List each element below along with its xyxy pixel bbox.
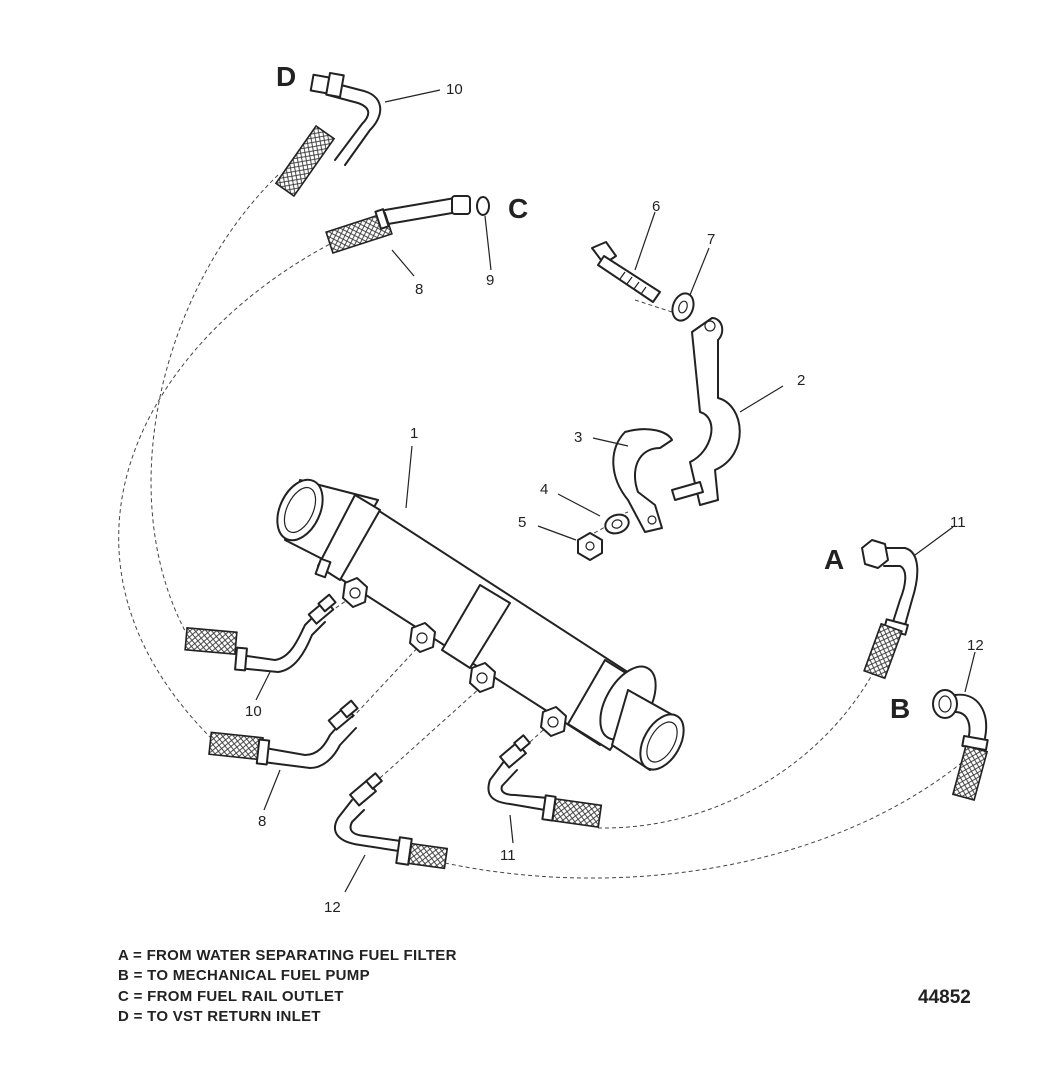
port-hex-nut: [540, 706, 567, 737]
callout-numbers: 1 2 3 4 5 6 7 8 8 9 10 10 11 11 12 12: [245, 81, 984, 916]
connection-c: C: [508, 193, 528, 224]
callout-10-lower: 10: [245, 703, 262, 720]
hose-12-lower: [333, 772, 449, 870]
o-ring: [476, 196, 490, 216]
legend-line-d: D = TO VST RETURN INLET: [118, 1008, 321, 1025]
hose-11-lower: [487, 734, 603, 828]
legend-line-c: C = FROM FUEL RAIL OUTLET: [118, 988, 344, 1005]
callout-8-upper: 8: [415, 281, 423, 298]
callout-12-upper: 12: [967, 637, 984, 654]
callout-9: 9: [486, 272, 494, 289]
hose-10-lower: [184, 593, 337, 673]
callout-8-lower: 8: [258, 813, 266, 830]
fuel-cooler-body: [276, 478, 685, 771]
callout-5: 5: [518, 514, 526, 531]
callout-1: 1: [410, 425, 418, 442]
fuel-cooler-ports: [342, 577, 567, 737]
hose-8-lower: [208, 699, 359, 769]
connection-letters: D C A B: [276, 61, 910, 724]
port-hex-nut: [342, 577, 368, 608]
callout-2: 2: [797, 372, 805, 389]
clamp-half: [612, 428, 673, 533]
hex-nut: [577, 532, 603, 561]
lock-washer: [604, 513, 630, 535]
port-hex-nut: [409, 622, 436, 653]
callout-4: 4: [540, 481, 548, 498]
flat-washer: [671, 292, 695, 322]
callout-7: 7: [707, 231, 715, 248]
port-hex-nut: [469, 662, 496, 693]
callout-3: 3: [574, 429, 582, 446]
connection-d: D: [276, 61, 296, 92]
callout-6: 6: [652, 198, 660, 215]
mounting-bolt: [591, 241, 661, 303]
legend-line-a: A = FROM WATER SEPARATING FUEL FILTER: [118, 947, 457, 964]
hose-12-upper: [932, 689, 989, 801]
connection-b: B: [890, 693, 910, 724]
bracket-stud: [671, 481, 704, 501]
hose-8-upper: [325, 195, 471, 255]
callout-10-upper: 10: [446, 81, 463, 98]
hose-11-upper: [861, 539, 919, 680]
leader-lines: [255, 89, 976, 893]
figure-number: 44852: [918, 987, 971, 1008]
callout-11-upper: 11: [950, 514, 966, 531]
callout-12-lower: 12: [324, 899, 341, 916]
legend: A = FROM WATER SEPARATING FUEL FILTER B …: [118, 947, 457, 1025]
hose-10-upper: [274, 71, 382, 198]
legend-line-b: B = TO MECHANICAL FUEL PUMP: [118, 967, 370, 984]
callout-11-lower: 11: [500, 847, 516, 864]
connection-a: A: [824, 544, 844, 575]
connection-dash-lines: [118, 174, 966, 879]
mounting-bracket: [689, 317, 741, 506]
